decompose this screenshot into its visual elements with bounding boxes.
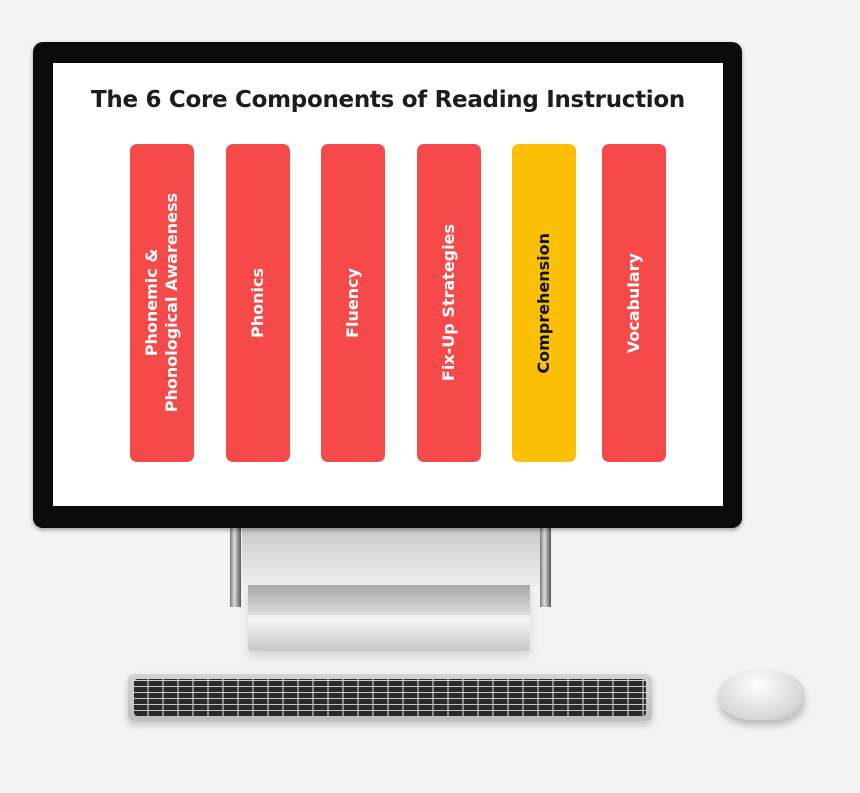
monitor: The 6 Core Components of Reading Instruc… bbox=[33, 42, 742, 528]
screen: The 6 Core Components of Reading Instruc… bbox=[53, 63, 723, 506]
stand-arm-left bbox=[230, 527, 241, 607]
component-bar-fluency: Fluency bbox=[321, 144, 385, 462]
component-label: Comprehension bbox=[534, 232, 553, 374]
component-label: Phonemic & Phonological Awareness bbox=[142, 193, 181, 413]
stand-arm-right bbox=[540, 527, 551, 607]
component-bar-vocabulary: Vocabulary bbox=[602, 144, 666, 462]
component-bar-phonemic-awareness: Phonemic & Phonological Awareness bbox=[130, 144, 194, 462]
component-bar-comprehension: Comprehension bbox=[512, 144, 576, 462]
component-bar-fix-up-strategies: Fix-Up Strategies bbox=[417, 144, 481, 462]
component-bar-phonics: Phonics bbox=[226, 144, 290, 462]
component-label: Phonics bbox=[248, 268, 267, 338]
keyboard-icon bbox=[128, 674, 652, 721]
component-label: Fix-Up Strategies bbox=[439, 224, 458, 382]
monitor-base bbox=[248, 585, 530, 651]
component-label: Fluency bbox=[343, 268, 362, 338]
slide-title: The 6 Core Components of Reading Instruc… bbox=[91, 87, 685, 113]
component-label: Vocabulary bbox=[624, 252, 643, 354]
stand-inner bbox=[242, 527, 542, 587]
mouse-icon bbox=[720, 670, 804, 720]
base-top bbox=[248, 585, 530, 615]
keyboard-keys bbox=[134, 679, 646, 716]
